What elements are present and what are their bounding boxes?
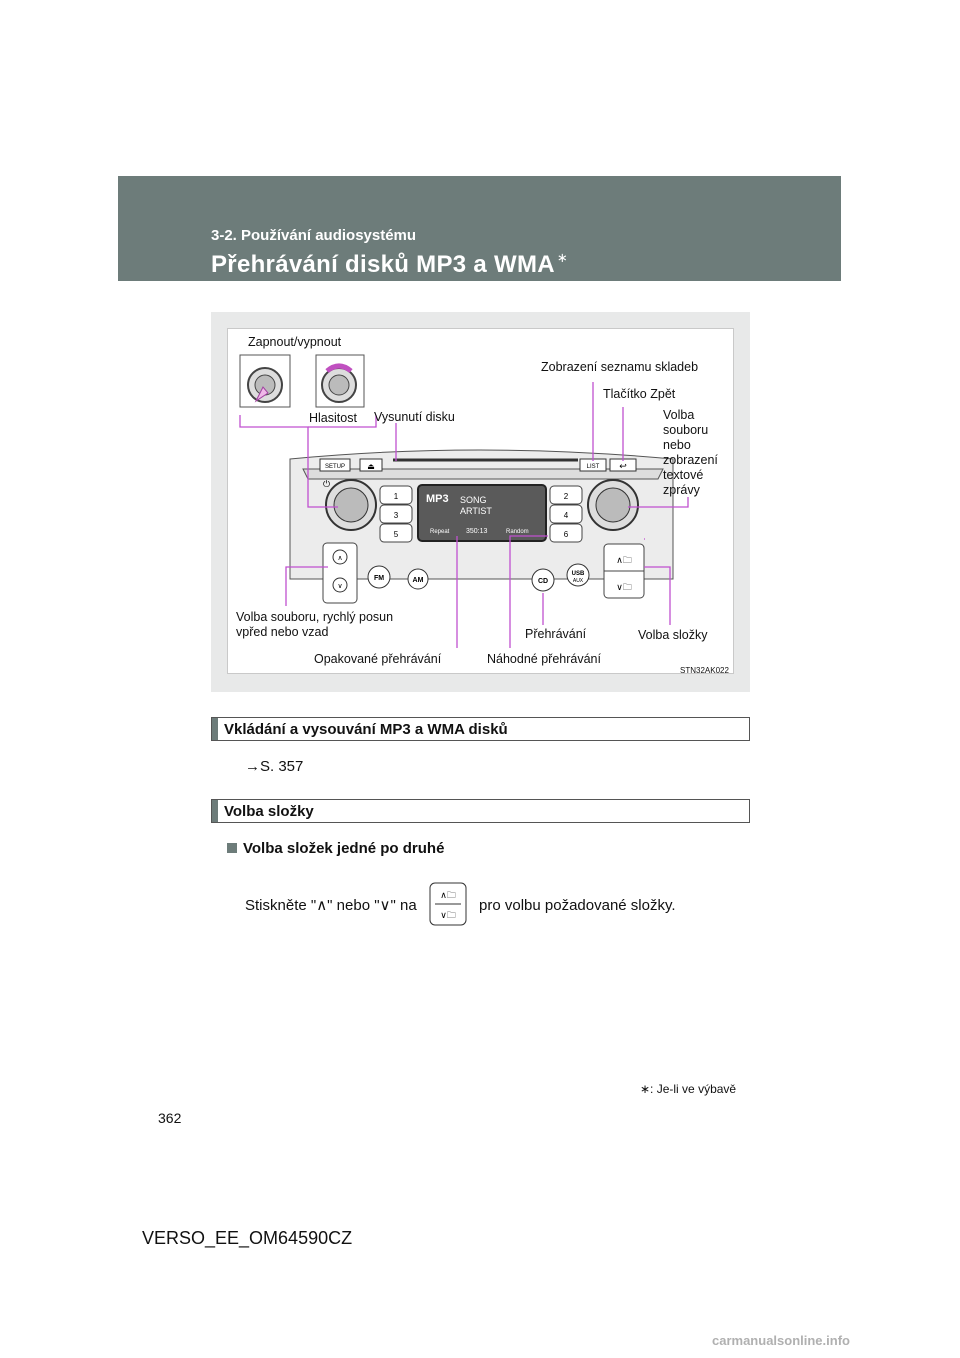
folder-button-icon: ∧🗀 ∨🗀 <box>429 882 467 930</box>
svg-text:3: 3 <box>394 511 399 520</box>
chapter-header <box>118 176 841 281</box>
label-play: Přehrávání <box>525 627 587 641</box>
power-knob-inset <box>239 354 291 408</box>
audio-unit-illustration: SETUP ⏏ LIST ↩ ⏻ 1 3 5 2 4 <box>239 354 689 648</box>
svg-text:⏏: ⏏ <box>367 462 375 471</box>
svg-text:5: 5 <box>394 530 399 539</box>
display-time: 350:13 <box>466 528 488 535</box>
setup-button: SETUP <box>325 464 345 470</box>
volume-knob-inset <box>315 354 365 408</box>
label-eject: Vysunutí disku <box>374 410 455 424</box>
page-number: 362 <box>158 1110 182 1126</box>
display-random: Random <box>506 529 529 535</box>
list-button: LIST <box>587 464 600 470</box>
label-file-select: Volba souboru nebo zobrazení textové zpr… <box>663 408 718 497</box>
subheading: Volba složek jedné po druhé <box>227 840 444 857</box>
callout-lines <box>239 382 689 648</box>
label-volume: Hlasitost <box>309 411 357 425</box>
label-power: Zapnout/vypnout <box>248 335 342 349</box>
svg-text:AM: AM <box>413 577 424 584</box>
instruction-after: pro volbu požadované složky. <box>479 896 676 914</box>
document-id: VERSO_EE_OM64590CZ <box>142 1228 353 1248</box>
svg-text:∧🗀: ∧🗀 <box>440 890 456 900</box>
label-random: Náhodné přehrávání <box>487 652 601 666</box>
svg-text:6: 6 <box>564 530 569 539</box>
svg-text:∧: ∧ <box>337 555 342 562</box>
page-title: Přehrávání disků MP3 a WMA∗ <box>211 250 568 279</box>
instruction-before: Stiskněte "∧" nebo "∨" na <box>245 896 417 914</box>
display-repeat: Repeat <box>430 529 450 535</box>
radio-panel: SETUP ⏏ LIST ↩ ⏻ 1 3 5 2 4 <box>289 449 674 604</box>
svg-text:CD: CD <box>538 578 548 585</box>
section-title: 3-2. Používání audiosystému <box>211 227 417 244</box>
display-artist: ARTIST <box>460 506 492 516</box>
label-folder-select: Volba složky <box>638 628 708 642</box>
subheading-text: Volba složek jedné po druhé <box>243 840 445 857</box>
svg-text:∨🗀: ∨🗀 <box>616 582 632 592</box>
svg-text:⏻: ⏻ <box>323 479 330 489</box>
watermark: carmanualsonline.info <box>712 1333 850 1348</box>
figure-code: STN32AK022 <box>680 666 729 675</box>
optional-mark: ∗ <box>556 250 569 265</box>
svg-text:∧🗀: ∧🗀 <box>616 555 632 565</box>
svg-text:↩: ↩ <box>619 461 627 471</box>
heading-box-folder: Volba složky <box>211 799 750 823</box>
label-file-seek: Volba souboru, rychlý posun vpřed nebo v… <box>236 610 394 639</box>
heading-folder: Volba složky <box>224 803 314 820</box>
page-title-text: Přehrávání disků MP3 a WMA <box>211 251 555 278</box>
svg-text:2: 2 <box>564 492 569 501</box>
svg-text:USB: USB <box>572 571 585 577</box>
svg-text:1: 1 <box>394 492 399 501</box>
display-mp3: MP3 <box>426 493 449 505</box>
svg-text:FM: FM <box>374 575 384 582</box>
bullet-square-icon <box>227 843 237 853</box>
svg-text:∨: ∨ <box>337 583 342 590</box>
svg-text:AUX: AUX <box>573 578 584 584</box>
label-track-list: Zobrazení seznamu skladeb <box>541 360 699 374</box>
heading-bar <box>212 800 218 822</box>
footnote: ∗: Je-li ve výbavě <box>640 1082 737 1096</box>
svg-text:∨🗀: ∨🗀 <box>440 910 456 920</box>
heading-load: Vkládání a vysouvání MP3 a WMA disků <box>224 721 508 738</box>
svg-text:4: 4 <box>564 511 569 520</box>
display-song: SONG <box>460 495 487 505</box>
page-reference-link[interactable]: →S. 357 <box>245 758 304 775</box>
label-back: Tlačítko Zpět <box>603 387 676 401</box>
heading-box-load: Vkládání a vysouvání MP3 a WMA disků <box>211 717 750 741</box>
instruction-line: Stiskněte "∧" nebo "∨" na ∧🗀 ∨🗀 pro volb… <box>245 882 676 930</box>
label-repeat: Opakované přehrávání <box>314 652 442 666</box>
heading-bar <box>212 718 218 740</box>
audio-unit-figure: SETUP ⏏ LIST ↩ ⏻ 1 3 5 2 4 <box>227 328 734 675</box>
